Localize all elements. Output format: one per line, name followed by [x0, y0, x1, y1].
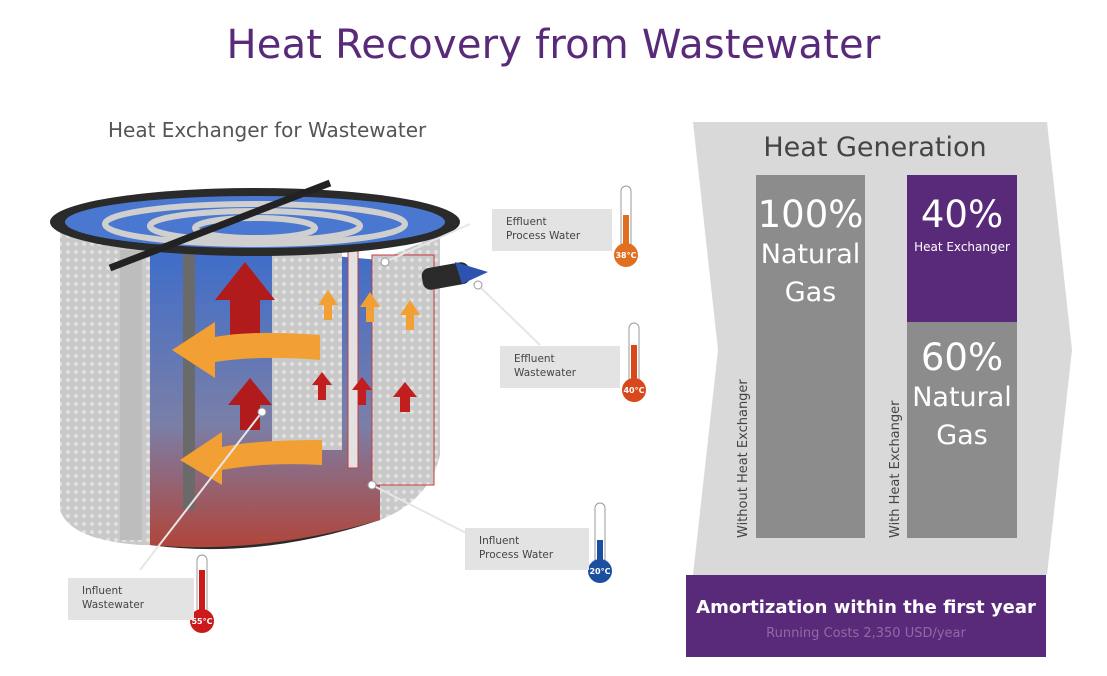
thermometer-icon: 40°C — [622, 322, 646, 402]
with-exchanger-label: With Heat Exchanger — [888, 400, 903, 538]
callout-influent-process-water: Influent Process Water — [465, 528, 589, 570]
without-exchanger-bar: 100% Natural Gas — [756, 175, 865, 538]
callout-line1: Influent — [82, 585, 123, 597]
panel-title: Heat Generation — [763, 132, 987, 163]
callout-line2: Process Water — [479, 549, 554, 561]
thermometer-icon: 20°C — [588, 502, 612, 583]
without-line1: Natural — [760, 239, 861, 270]
amortization-banner: Amortization within the first year Runni… — [686, 575, 1046, 657]
callout-effluent-wastewater: Effluent Wastewater — [500, 346, 620, 388]
temp-label: 55°C — [191, 617, 212, 626]
arrow-left-orange — [172, 322, 320, 378]
without-percent: 100% — [757, 193, 864, 236]
illustration-subtitle: Heat Exchanger for Wastewater — [108, 118, 427, 142]
temp-label: 40°C — [623, 386, 644, 395]
page-title: Heat Recovery from Wastewater — [226, 22, 881, 68]
callout-influent-wastewater: Influent Wastewater — [68, 578, 194, 620]
heat-exchanger-label: Heat Exchanger — [914, 240, 1010, 254]
arrow-up-red — [228, 378, 272, 430]
callout-line2: Process Water — [506, 230, 581, 242]
callout-line1: Effluent — [514, 353, 555, 365]
callout-line1: Effluent — [506, 216, 547, 228]
callout-line2: Wastewater — [82, 599, 145, 611]
natural-gas-percent: 60% — [920, 336, 1004, 379]
amortization-subtitle: Running Costs 2,350 USD/year — [766, 626, 966, 641]
temp-label: 20°C — [589, 567, 610, 576]
callout-line1: Influent — [479, 535, 520, 547]
callout-line2: Wastewater — [514, 367, 577, 379]
arrow-up-red — [215, 262, 275, 340]
heat-exchanger-bar: 40% Heat Exchanger — [907, 175, 1017, 322]
temp-label: 38°C — [615, 251, 636, 260]
heat-exchanger-percent: 40% — [920, 193, 1004, 236]
thermometer-icon: 55°C — [190, 554, 214, 633]
thermometer-icon: 38°C — [614, 185, 638, 267]
amortization-title: Amortization within the first year — [696, 597, 1036, 618]
without-line2: Gas — [784, 277, 837, 308]
natural-gas-bar: 60% Natural Gas — [907, 322, 1017, 538]
natural-gas-line1: Natural — [912, 382, 1012, 413]
callout-effluent-process-water: Effluent Process Water — [492, 209, 612, 251]
without-exchanger-label: Without Heat Exchanger — [736, 379, 751, 538]
natural-gas-line2: Gas — [936, 420, 988, 451]
